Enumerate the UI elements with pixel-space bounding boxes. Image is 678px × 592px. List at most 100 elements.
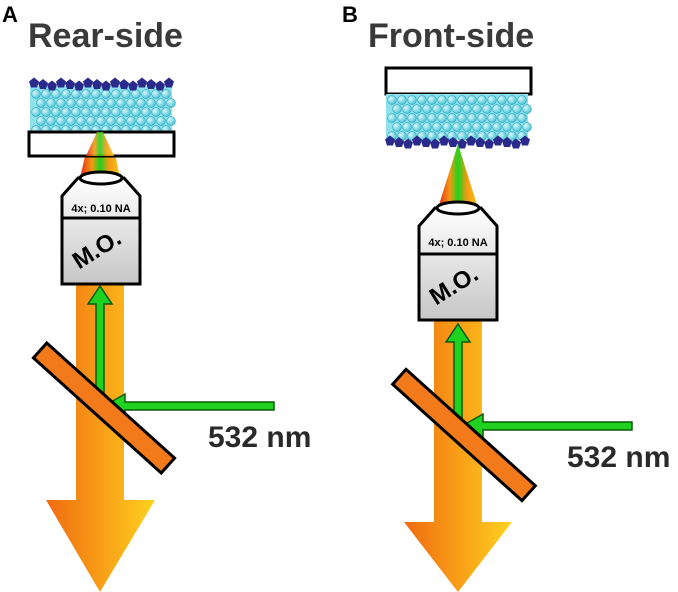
laser-wavelength-label: 532 nm (567, 441, 670, 474)
bead (452, 104, 462, 114)
bead (51, 107, 61, 117)
bead (36, 116, 46, 126)
bead (96, 116, 106, 126)
bead (121, 89, 131, 99)
bead (427, 113, 437, 123)
bead (512, 122, 522, 132)
bead-layer-icon (29, 77, 176, 135)
bead (432, 104, 442, 114)
microscope-objective-icon: 4x; 0.10 NA M.O. (417, 200, 499, 322)
bead (462, 104, 472, 114)
bead (51, 89, 61, 99)
panel-title: Front-side (368, 17, 534, 55)
bead (131, 89, 141, 99)
bead (166, 98, 176, 108)
bead (522, 122, 532, 132)
bead (457, 113, 467, 123)
bead (151, 107, 161, 117)
bead (477, 113, 487, 123)
bead (61, 107, 71, 117)
panel-title: Rear-side (28, 17, 183, 55)
bead (392, 122, 402, 132)
bead (36, 98, 46, 108)
bead (111, 107, 121, 117)
bead (41, 89, 51, 99)
bead (121, 107, 131, 117)
bead (156, 98, 166, 108)
bead (91, 89, 101, 99)
surface-particle (56, 77, 66, 88)
surface-particle (119, 79, 129, 89)
bead (502, 104, 512, 114)
bead (492, 104, 502, 114)
bead (487, 95, 497, 105)
bead (86, 116, 96, 126)
laser-wavelength-label: 532 nm (208, 421, 311, 454)
bead (507, 113, 517, 123)
bead (502, 122, 512, 132)
bead (61, 89, 71, 99)
bead (56, 116, 66, 126)
bead (141, 89, 151, 99)
bead (101, 89, 111, 99)
surface-particle (421, 137, 431, 147)
fluorescence-beam (46, 283, 155, 592)
focus-cone (438, 144, 478, 208)
bead (447, 113, 457, 123)
bead (71, 107, 81, 117)
bead (111, 89, 121, 99)
surface-particle (128, 80, 138, 91)
bead (161, 107, 171, 117)
bead (452, 122, 462, 132)
bead (46, 98, 56, 108)
bead (432, 122, 442, 132)
bead (66, 116, 76, 126)
surface-particle (74, 80, 84, 91)
surface-particle (493, 135, 503, 146)
surface-particle (83, 77, 93, 88)
bead (387, 95, 397, 105)
bead (81, 107, 91, 117)
bead (427, 95, 437, 105)
bead (407, 113, 417, 123)
bead (141, 107, 151, 117)
bead (497, 113, 507, 123)
bead (131, 107, 141, 117)
surface-particle (448, 137, 458, 147)
surface-particle (394, 137, 404, 147)
surface-particle (475, 137, 485, 147)
fluorescence-beam (404, 318, 512, 592)
bead (101, 107, 111, 117)
bead (517, 95, 527, 105)
bead (76, 116, 86, 126)
bead (487, 131, 497, 141)
surface-particle (403, 138, 413, 149)
surface-particle (65, 79, 75, 89)
surface-particle (430, 138, 440, 149)
bead (417, 113, 427, 123)
bead (517, 113, 527, 123)
bead (447, 95, 457, 105)
bead (442, 122, 452, 132)
bead (91, 107, 101, 117)
panel-a: A Rear-side 4x; 0.10 NA M.O. (2, 2, 311, 592)
surface-particle (412, 135, 422, 146)
bead (472, 122, 482, 132)
bead (392, 104, 402, 114)
bead (412, 104, 422, 114)
bead (427, 131, 437, 141)
surface-particle (502, 137, 512, 147)
surface-particle (137, 77, 147, 88)
bead-layer-icon (385, 94, 532, 149)
surface-particle (47, 80, 57, 91)
surface-particle (439, 135, 449, 146)
surface-particle (155, 80, 165, 91)
bead (166, 116, 176, 126)
bead (126, 116, 136, 126)
bead (151, 89, 161, 99)
surface-particle (466, 135, 476, 146)
bead (116, 98, 126, 108)
surface-particle (110, 77, 120, 88)
bead (41, 107, 51, 117)
